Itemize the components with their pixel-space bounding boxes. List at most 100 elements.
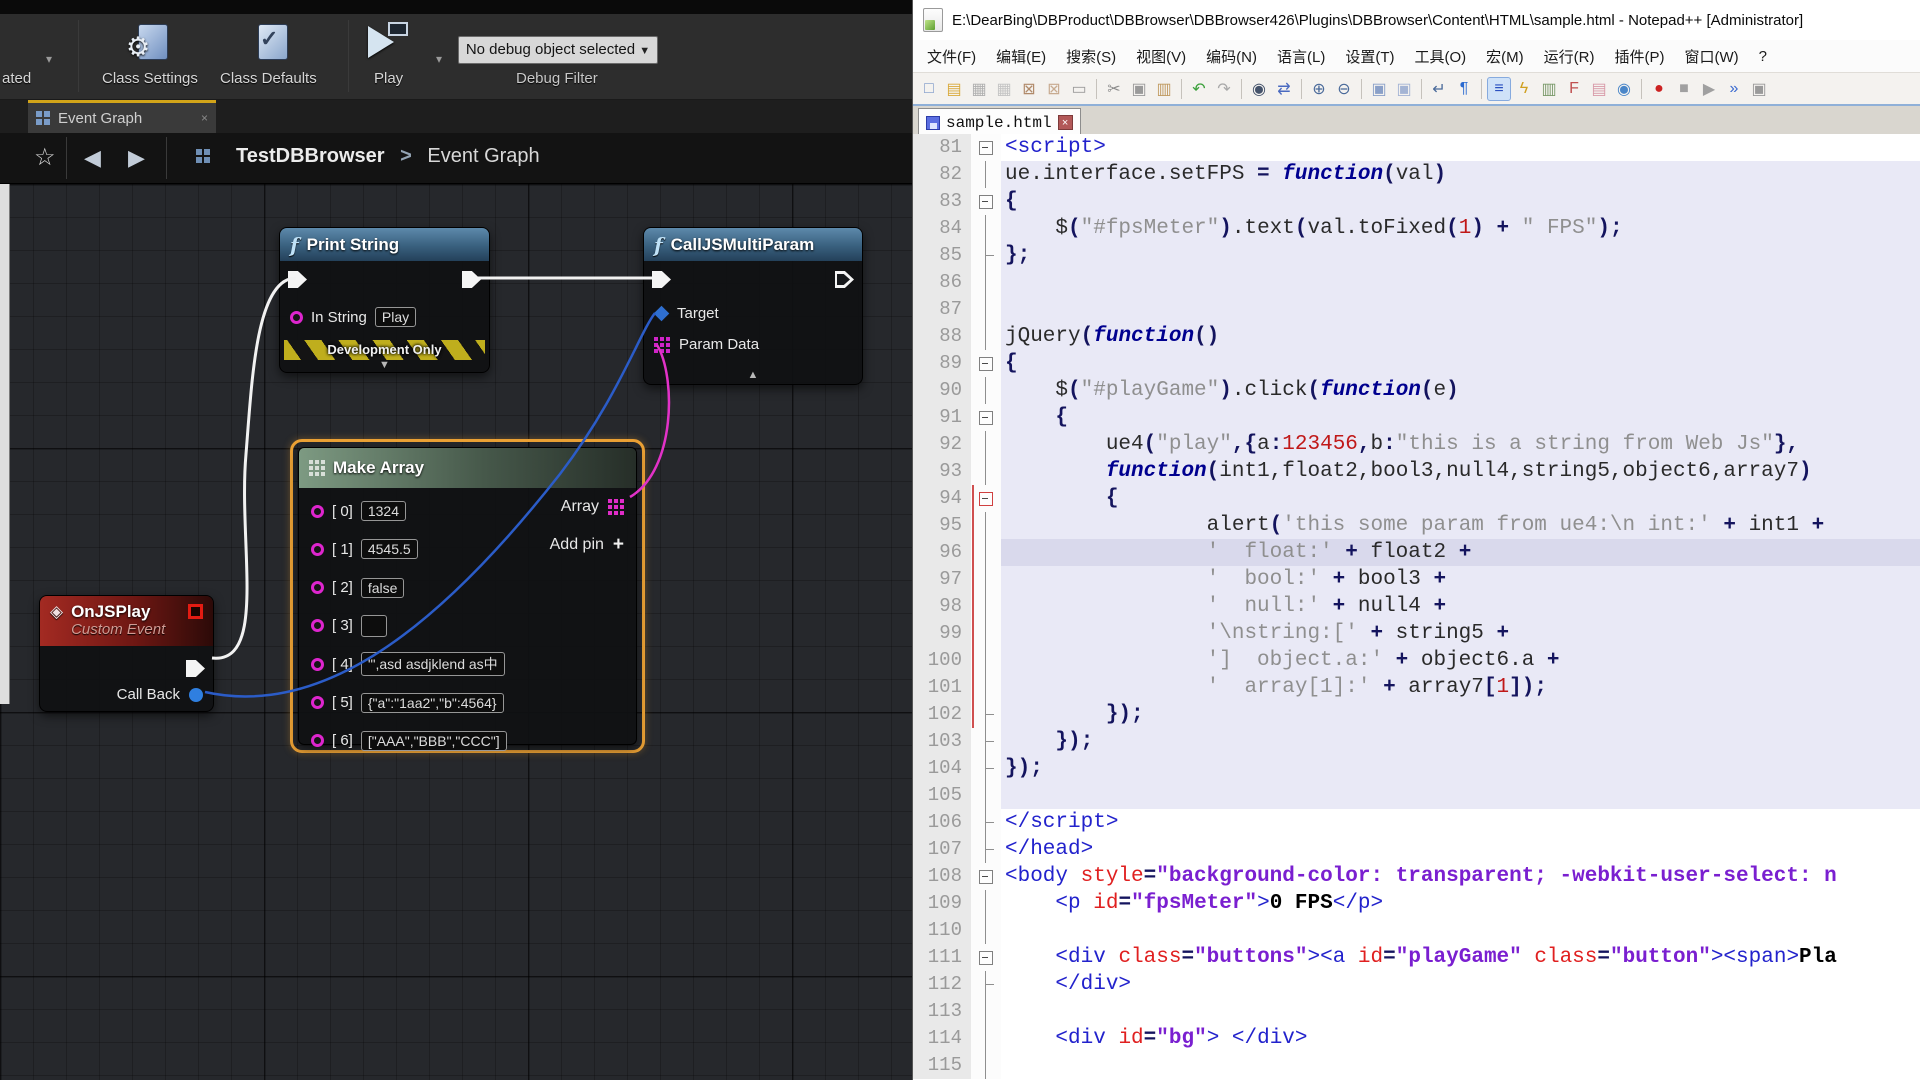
code-line-101[interactable]: 101 ' array[1]:' + array7[1]); <box>913 674 1920 701</box>
menu-item-5[interactable]: 语言(L) <box>1267 42 1335 71</box>
code-text[interactable]: { <box>1001 350 1920 377</box>
code-line-93[interactable]: 93 function(int1,float2,bool3,null4,stri… <box>913 458 1920 485</box>
code-text[interactable]: </head> <box>1001 836 1920 863</box>
code-line-88[interactable]: 88jQuery(function() <box>913 323 1920 350</box>
menu-item-7[interactable]: 工具(O) <box>1404 42 1476 71</box>
open-folder-icon[interactable]: ▤ <box>942 77 966 101</box>
redo-icon[interactable]: ↷ <box>1212 77 1236 101</box>
code-text[interactable]: alert('this some param from ue4:\n int:'… <box>1001 512 1920 539</box>
eye-view-icon[interactable]: ◉ <box>1612 77 1636 101</box>
code-text[interactable]: </script> <box>1001 809 1920 836</box>
code-line-104[interactable]: 104}); <box>913 755 1920 782</box>
fold-margin[interactable] <box>971 1025 1001 1052</box>
array-element-value-input[interactable]: {"a":"1aa2","b":4564} <box>361 693 504 713</box>
tab-sample-html[interactable]: sample.html × <box>918 108 1081 136</box>
code-line-94[interactable]: 94 { <box>913 485 1920 512</box>
code-line-84[interactable]: 84 $("#fpsMeter").text(val.toFixed(1) + … <box>913 215 1920 242</box>
array-element-value-input[interactable]: '",asd asdjklend as中 <box>361 652 505 676</box>
code-text[interactable]: </div> <box>1001 971 1920 998</box>
paste-icon[interactable]: ▥ <box>1152 77 1176 101</box>
callback-delegate-pin[interactable] <box>189 688 203 702</box>
array-pin[interactable] <box>654 337 670 353</box>
array-element-pin[interactable] <box>311 619 324 632</box>
collapsed-panel-strip[interactable] <box>0 184 10 704</box>
code-text[interactable]: ue4("play",{a:123456,b:"this is a string… <box>1001 431 1920 458</box>
debug-object-dropdown[interactable]: No debug object selected ▼ <box>458 36 658 64</box>
fold-margin[interactable] <box>971 782 1001 809</box>
menu-item-11[interactable]: 窗口(W) <box>1674 42 1748 71</box>
code-line-97[interactable]: 97 ' bool:' + bool3 + <box>913 566 1920 593</box>
fold-margin[interactable] <box>971 971 1001 998</box>
breadcrumb-blueprint-name[interactable]: TestDBBrowser <box>236 145 385 167</box>
chevron-down-icon[interactable]: ▾ <box>46 52 52 66</box>
code-text[interactable]: <div id="bg"> </div> <box>1001 1025 1920 1052</box>
code-line-86[interactable]: 86 <box>913 269 1920 296</box>
fold-margin[interactable] <box>971 728 1001 755</box>
menu-item-2[interactable]: 搜索(S) <box>1056 42 1126 71</box>
code-line-81[interactable]: 81<script> <box>913 134 1920 161</box>
code-line-105[interactable]: 105 <box>913 782 1920 809</box>
fold-margin[interactable] <box>971 944 1001 971</box>
macro-play-icon[interactable]: ▶ <box>1697 77 1721 101</box>
fold-margin[interactable] <box>971 188 1001 215</box>
fold-margin[interactable] <box>971 890 1001 917</box>
folder-plugin-icon[interactable]: ▤ <box>1587 77 1611 101</box>
fold-margin[interactable] <box>971 134 1001 161</box>
close-doc-icon[interactable]: ⊠ <box>1017 77 1041 101</box>
function-list-icon[interactable]: ϟ <box>1512 77 1536 101</box>
code-line-99[interactable]: 99 '\nstring:[' + string5 + <box>913 620 1920 647</box>
code-text[interactable] <box>1001 998 1920 1025</box>
close-icon[interactable]: × <box>1058 115 1073 130</box>
fold-margin[interactable] <box>971 431 1001 458</box>
code-line-83[interactable]: 83{ <box>913 188 1920 215</box>
save-all-icon[interactable]: ▦ <box>992 77 1016 101</box>
zoom-in-icon[interactable]: ⊕ <box>1307 77 1331 101</box>
code-line-112[interactable]: 112 </div> <box>913 971 1920 998</box>
code-line-114[interactable]: 114 <div id="bg"> </div> <box>913 1025 1920 1052</box>
code-line-111[interactable]: 111 <div class="buttons"><a id="playGame… <box>913 944 1920 971</box>
code-text[interactable]: <script> <box>1001 134 1920 161</box>
fold-margin[interactable] <box>971 269 1001 296</box>
doc-map-icon[interactable]: ▥ <box>1537 77 1561 101</box>
show-symbols-icon[interactable]: ¶ <box>1452 77 1476 101</box>
exec-out-pin[interactable] <box>462 271 481 288</box>
code-line-103[interactable]: 103 }); <box>913 728 1920 755</box>
array-out-pin[interactable] <box>608 499 624 515</box>
code-text[interactable]: <div class="buttons"><a id="playGame" cl… <box>1001 944 1920 971</box>
array-element-value-input[interactable]: 1324 <box>361 501 406 521</box>
add-pin-button[interactable]: Add pin + <box>550 534 624 556</box>
code-text[interactable]: $("#fpsMeter").text(val.toFixed(1) + " F… <box>1001 215 1920 242</box>
zoom-out-icon[interactable]: ⊖ <box>1332 77 1356 101</box>
array-element-value-input[interactable]: 4545.5 <box>361 539 418 559</box>
menu-item-6[interactable]: 设置(T) <box>1335 42 1404 71</box>
code-text[interactable]: ' array[1]:' + array7[1]); <box>1001 674 1920 701</box>
code-text[interactable] <box>1001 782 1920 809</box>
exec-in-pin[interactable] <box>652 271 671 288</box>
indent-guide-icon[interactable]: ≡ <box>1487 77 1511 101</box>
code-text[interactable]: function(int1,float2,bool3,null4,string5… <box>1001 458 1920 485</box>
close-all-icon[interactable]: ⊠ <box>1042 77 1066 101</box>
menu-item-8[interactable]: 宏(M) <box>1476 42 1534 71</box>
exec-out-pin[interactable] <box>835 271 854 288</box>
close-icon[interactable]: × <box>201 111 208 125</box>
code-line-89[interactable]: 89{ <box>913 350 1920 377</box>
exec-out-pin[interactable] <box>186 660 205 677</box>
fold-margin[interactable] <box>971 755 1001 782</box>
array-element-pin[interactable] <box>311 734 324 747</box>
cut-icon[interactable]: ✂ <box>1102 77 1126 101</box>
code-line-87[interactable]: 87 <box>913 296 1920 323</box>
fold-margin[interactable] <box>971 809 1001 836</box>
code-text[interactable]: { <box>1001 485 1920 512</box>
fold-margin[interactable] <box>971 377 1001 404</box>
code-text[interactable]: <p id="fpsMeter">0 FPS</p> <box>1001 890 1920 917</box>
array-element-value-input[interactable] <box>361 615 387 637</box>
code-text[interactable] <box>1001 296 1920 323</box>
fold-margin[interactable] <box>971 701 1001 728</box>
play-options-chevron-icon[interactable]: ▾ <box>436 52 442 66</box>
macro-record-icon[interactable]: ● <box>1647 77 1671 101</box>
blueprint-graph-canvas[interactable]: f Print String In String Play Developmen… <box>0 184 912 1080</box>
code-line-107[interactable]: 107</head> <box>913 836 1920 863</box>
array-element-pin[interactable] <box>311 658 324 671</box>
fold-margin[interactable] <box>971 242 1001 269</box>
code-line-102[interactable]: 102 }); <box>913 701 1920 728</box>
